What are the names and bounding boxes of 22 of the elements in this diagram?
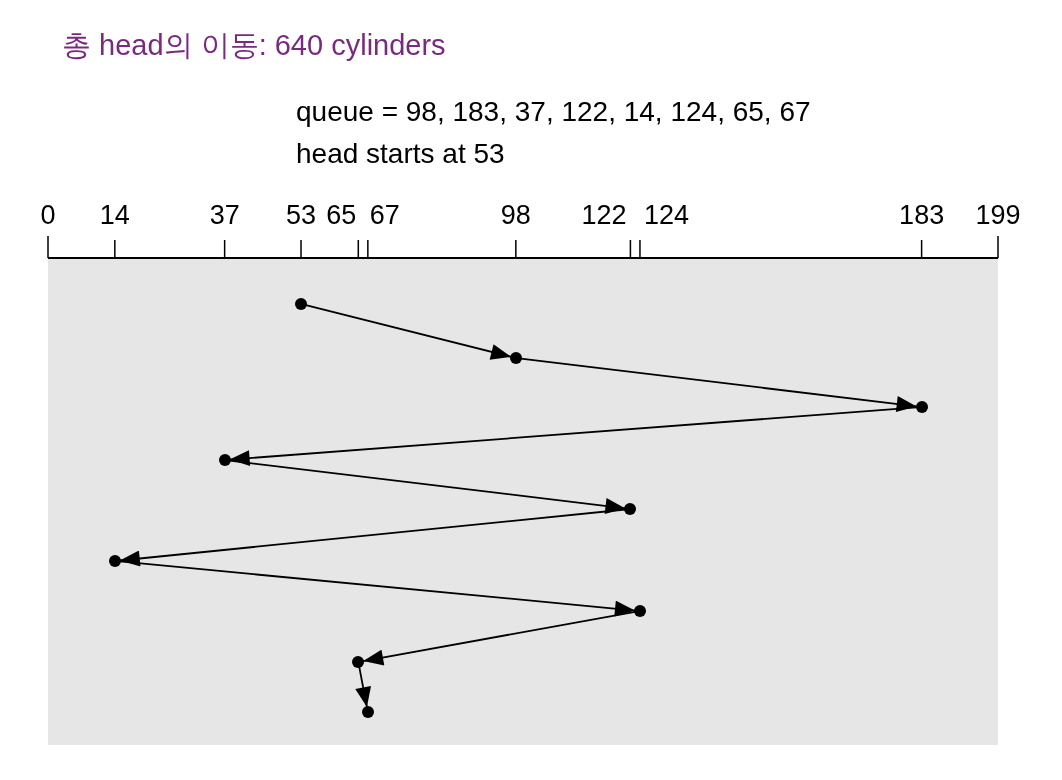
arrow <box>362 611 636 666</box>
tick-label: 98 <box>500 200 531 231</box>
tick-label: 37 <box>209 200 240 231</box>
tick-label: 183 <box>899 200 945 231</box>
arrow <box>118 508 627 567</box>
start-note: head starts at 53 <box>296 138 505 170</box>
arrow <box>228 459 627 514</box>
tick-label: 65 <box>326 200 357 231</box>
arrow <box>355 666 371 708</box>
title: 총 head의 이동: 640 cylinders <box>62 28 446 63</box>
tick-label: 67 <box>369 200 400 231</box>
arrow <box>519 357 918 412</box>
arrow <box>304 304 512 360</box>
tick-label: 53 <box>286 200 317 231</box>
arrow <box>118 560 636 617</box>
tick-label: 14 <box>99 200 130 231</box>
arrow <box>228 406 918 467</box>
queue-note: queue = 98, 183, 37, 122, 14, 124, 65, 67 <box>296 96 811 128</box>
tick-label: 122 <box>581 200 627 231</box>
tick-label: 0 <box>40 200 56 231</box>
tick-label: 124 <box>643 200 689 231</box>
tick-label: 199 <box>975 200 1021 231</box>
